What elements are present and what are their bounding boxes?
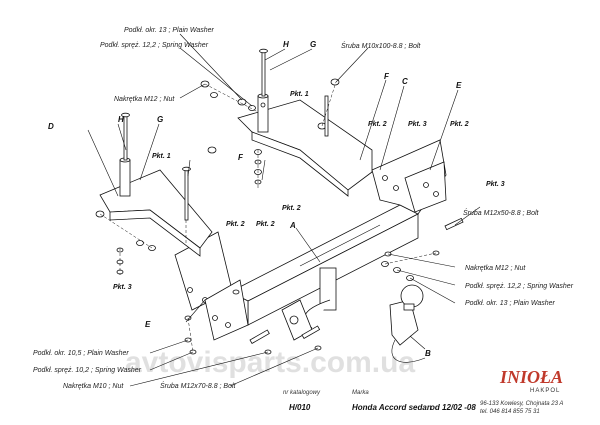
pkt-2-bottom-left: Pkt. 2 bbox=[226, 221, 245, 228]
letter-E-left: E bbox=[145, 320, 151, 329]
letter-F-right: F bbox=[384, 72, 390, 81]
callout-nut-m10: Nakrętka M10 ; Nut bbox=[63, 383, 124, 390]
pkt-3-top: Pkt. 3 bbox=[408, 121, 427, 128]
letter-F-left: F bbox=[238, 153, 244, 162]
side-bracket-left bbox=[174, 231, 249, 341]
callout-plain-washer-10-5: Podkł. okr. 10,5 ; Plain Washer bbox=[33, 350, 129, 357]
letter-D: D bbox=[48, 122, 54, 131]
footer-address: 96-133 Kowiesy, Chojnata 23 A bbox=[480, 401, 563, 407]
footer-model: Honda Accord sedan bbox=[352, 403, 432, 412]
pkt-3-left: Pkt. 3 bbox=[113, 284, 132, 291]
letter-G-top: G bbox=[310, 40, 316, 49]
callout-bolt-m10x100: Śruba M10x100-8.8 ; Bolt bbox=[341, 41, 421, 50]
pkt-2-center: Pkt. 2 bbox=[282, 205, 301, 212]
letter-H-left: H bbox=[118, 115, 124, 124]
callout-plain-washer-13-top: Podkł. okr. 13 ; Plain Washer bbox=[124, 27, 215, 34]
leader-lines bbox=[87, 33, 481, 387]
footer-catalog-label: nr katalogowy bbox=[283, 390, 321, 396]
letter-H-top: H bbox=[283, 40, 289, 49]
callout-nut-m12-left: Nakrętka M12 ; Nut bbox=[114, 96, 175, 103]
pkt-2-bottom-left-2: Pkt. 2 bbox=[256, 221, 275, 228]
footer-brand-label: Marka bbox=[352, 390, 369, 396]
letter-B: B bbox=[425, 349, 431, 358]
tow-ball-B bbox=[304, 267, 426, 363]
callout-spring-washer-12-right: Podkł. spręż. 12,2 ; Spring Washer bbox=[465, 283, 574, 290]
letter-E-right: E bbox=[456, 81, 462, 90]
callout-bolt-m12x50: Śruba M12x50-8.8 ; Bolt bbox=[463, 208, 540, 217]
letter-G-left: G bbox=[157, 115, 163, 124]
pkt-2-right: Pkt. 2 bbox=[450, 121, 469, 128]
side-bracket-C bbox=[371, 139, 447, 215]
callout-plain-washer-13-right: Podkł. okr. 13 ; Plain Washer bbox=[465, 300, 556, 307]
footer-info: nr katalogowy Marka H/010 Honda Accord s… bbox=[283, 367, 563, 415]
pkt-2-mid: Pkt. 2 bbox=[368, 121, 387, 128]
pkt-3-right: Pkt. 3 bbox=[486, 181, 505, 188]
footer-catalog-code: H/010 bbox=[289, 403, 311, 412]
callout-nut-m12-right: Nakrętka M12 ; Nut bbox=[465, 265, 526, 272]
pkt-1-top: Pkt. 1 bbox=[290, 91, 309, 98]
mounting-bracket-top bbox=[237, 48, 373, 197]
mounting-bracket-left-D bbox=[99, 112, 213, 257]
brand-logo-sub: HAKPOL bbox=[530, 388, 560, 394]
footer-date: od 12/02 -08 bbox=[430, 403, 476, 412]
letter-A: A bbox=[289, 221, 296, 230]
callout-spring-washer-10-2: Podkł. spręż. 10,2 ; Spring Washer bbox=[33, 367, 142, 374]
callout-spring-washer-12-top: Podkł. spręż. 12,2 ; Spring Washer bbox=[100, 42, 209, 49]
pkt-1-left: Pkt. 1 bbox=[152, 153, 171, 160]
footer-tel: tel. 046 814 855 75 31 bbox=[480, 409, 540, 415]
brand-logo: INIOŁA bbox=[499, 367, 563, 387]
letter-C: C bbox=[402, 77, 408, 86]
callout-bolt-m12x70: Śruba M12x70-8.8 ; Bolt bbox=[160, 381, 237, 390]
